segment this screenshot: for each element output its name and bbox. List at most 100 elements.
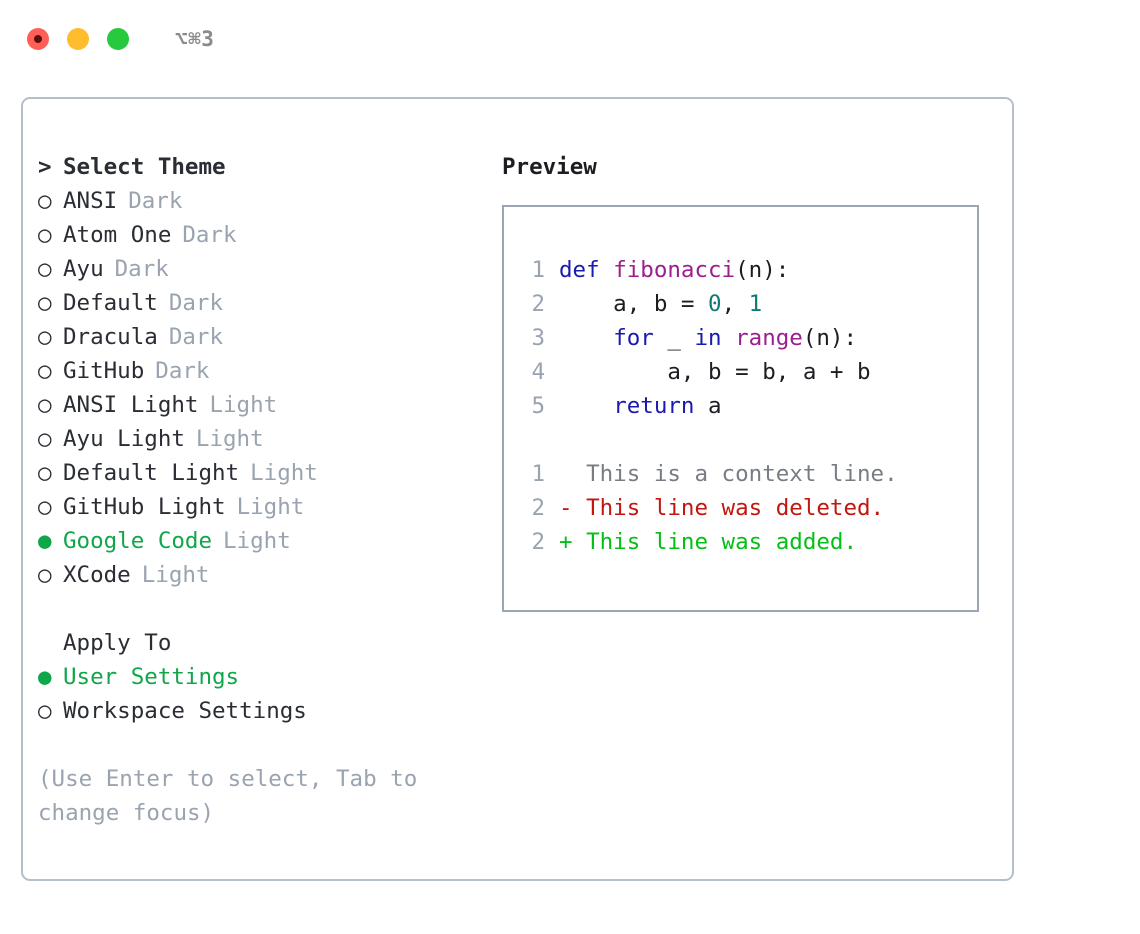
- token-plain: _: [653, 325, 695, 351]
- theme-kind-label: Dark: [155, 358, 210, 384]
- theme-list-item[interactable]: ● Google Code Light: [38, 524, 498, 558]
- diff-line: 1 This is a context line.: [521, 457, 977, 491]
- theme-name: GitHub Light: [63, 494, 226, 520]
- theme-list-item[interactable]: ○ Atom One Dark: [38, 218, 498, 252]
- apply-to-option-label: Workspace Settings: [63, 698, 307, 724]
- apply-to-options: ● User Settings ○ Workspace Settings: [38, 660, 498, 728]
- theme-kind-label: Dark: [182, 222, 237, 248]
- theme-name: Default Light: [63, 460, 240, 486]
- radio-unselected-icon[interactable]: ○: [38, 222, 52, 248]
- code-line-text: + This line was added.: [559, 525, 857, 559]
- radio-unselected-icon[interactable]: ○: [38, 324, 52, 350]
- token-fn: range: [735, 325, 803, 351]
- diff-line: 2 + This line was added.: [521, 525, 977, 559]
- token-plain: [559, 325, 613, 351]
- apply-to-option-label: User Settings: [63, 664, 240, 690]
- minimize-window-button[interactable]: [67, 28, 89, 50]
- preview-title: Preview: [502, 154, 597, 180]
- radio-selected-icon[interactable]: ●: [38, 528, 52, 554]
- radio-unselected-icon[interactable]: ○: [38, 562, 52, 588]
- theme-kind-label: Light: [209, 392, 278, 418]
- prompt-caret-icon: >: [38, 154, 52, 180]
- code-line: 5 return a: [521, 389, 977, 423]
- token-num: 1: [748, 291, 763, 317]
- code-line: 4 a, b = b, a + b: [521, 355, 977, 389]
- theme-list-item[interactable]: ○ ANSI Light Light: [38, 388, 498, 422]
- apply-to-option[interactable]: ● User Settings: [38, 660, 498, 694]
- token-kw: in: [694, 325, 722, 351]
- token-plain: a, b = b, a + b: [559, 359, 871, 385]
- theme-name: Ayu: [63, 256, 104, 282]
- radio-unselected-icon[interactable]: ○: [38, 188, 52, 214]
- radio-unselected-icon[interactable]: ○: [38, 426, 52, 452]
- keyboard-shortcut-label: ⌥⌘3: [175, 26, 215, 51]
- token-kw: def: [559, 257, 614, 283]
- close-window-button[interactable]: [27, 28, 49, 50]
- maximize-window-button[interactable]: [107, 28, 129, 50]
- keyboard-hint-text: (Use Enter to select, Tab to change focu…: [38, 766, 431, 826]
- token-plain: a, b =: [559, 291, 709, 317]
- theme-list-item[interactable]: ○ GitHub Light Light: [38, 490, 498, 524]
- token-plain: (n):: [802, 325, 858, 351]
- token-plain: [559, 393, 613, 419]
- radio-unselected-icon[interactable]: ○: [38, 698, 52, 724]
- theme-name: Google Code: [63, 528, 213, 554]
- theme-list-item[interactable]: ○ Ayu Dark: [38, 252, 498, 286]
- theme-name: Ayu Light: [63, 426, 185, 452]
- code-line-text: This is a context line.: [559, 457, 898, 491]
- theme-kind-label: Light: [223, 528, 291, 554]
- theme-list-item[interactable]: ○ XCode Light: [38, 558, 498, 592]
- token-num: 0: [708, 291, 722, 317]
- line-number: 2: [531, 529, 545, 555]
- token-del: - This line was deleted.: [559, 495, 885, 521]
- theme-name: XCode: [63, 562, 131, 588]
- code-line-text: def fibonacci(n):: [559, 253, 789, 287]
- apply-to-option[interactable]: ○ Workspace Settings: [38, 694, 498, 728]
- theme-kind-label: Light: [236, 494, 305, 520]
- token-fn: fibonacci: [613, 257, 736, 283]
- apply-to-header: ○ Apply To: [38, 626, 498, 660]
- radio-unselected-icon[interactable]: ○: [38, 392, 52, 418]
- theme-name: Atom One: [63, 222, 172, 248]
- theme-kind-label: Dark: [128, 188, 183, 214]
- select-theme-header: > Select Theme: [38, 150, 498, 184]
- line-number: 2: [531, 495, 545, 521]
- radio-selected-icon[interactable]: ●: [38, 664, 52, 690]
- diff-sample: 1 This is a context line. 2 - This line wa…: [521, 457, 977, 559]
- theme-name: ANSI Light: [63, 392, 199, 418]
- code-line: 2 a, b = 0, 1: [521, 287, 977, 321]
- select-theme-title: Select Theme: [63, 154, 226, 180]
- theme-kind-label: Light: [141, 562, 210, 588]
- theme-kind-label: Dark: [114, 256, 169, 282]
- radio-unselected-icon[interactable]: ○: [38, 358, 52, 384]
- code-line-text: return a: [559, 389, 721, 423]
- theme-kind-label: Light: [195, 426, 264, 452]
- theme-name: ANSI: [63, 188, 118, 214]
- radio-unselected-icon[interactable]: ○: [38, 494, 52, 520]
- theme-list-item[interactable]: ○ ANSI Dark: [38, 184, 498, 218]
- code-line: 3 for _ in range(n):: [521, 321, 977, 355]
- apply-to-indent: ○: [38, 626, 63, 660]
- radio-unselected-icon[interactable]: ○: [38, 290, 52, 316]
- code-line-text: - This line was deleted.: [559, 491, 884, 525]
- radio-unselected-icon[interactable]: ○: [38, 256, 52, 282]
- token-kw: for: [613, 325, 654, 351]
- theme-name: Default: [63, 290, 158, 316]
- radio-unselected-icon[interactable]: ○: [38, 460, 52, 486]
- theme-list-item[interactable]: ○ Ayu Light Light: [38, 422, 498, 456]
- token-plain: (n):: [735, 257, 790, 283]
- code-diff-separator: [521, 423, 977, 457]
- line-number: 3: [531, 325, 545, 351]
- code-line-text: for _ in range(n):: [559, 321, 857, 355]
